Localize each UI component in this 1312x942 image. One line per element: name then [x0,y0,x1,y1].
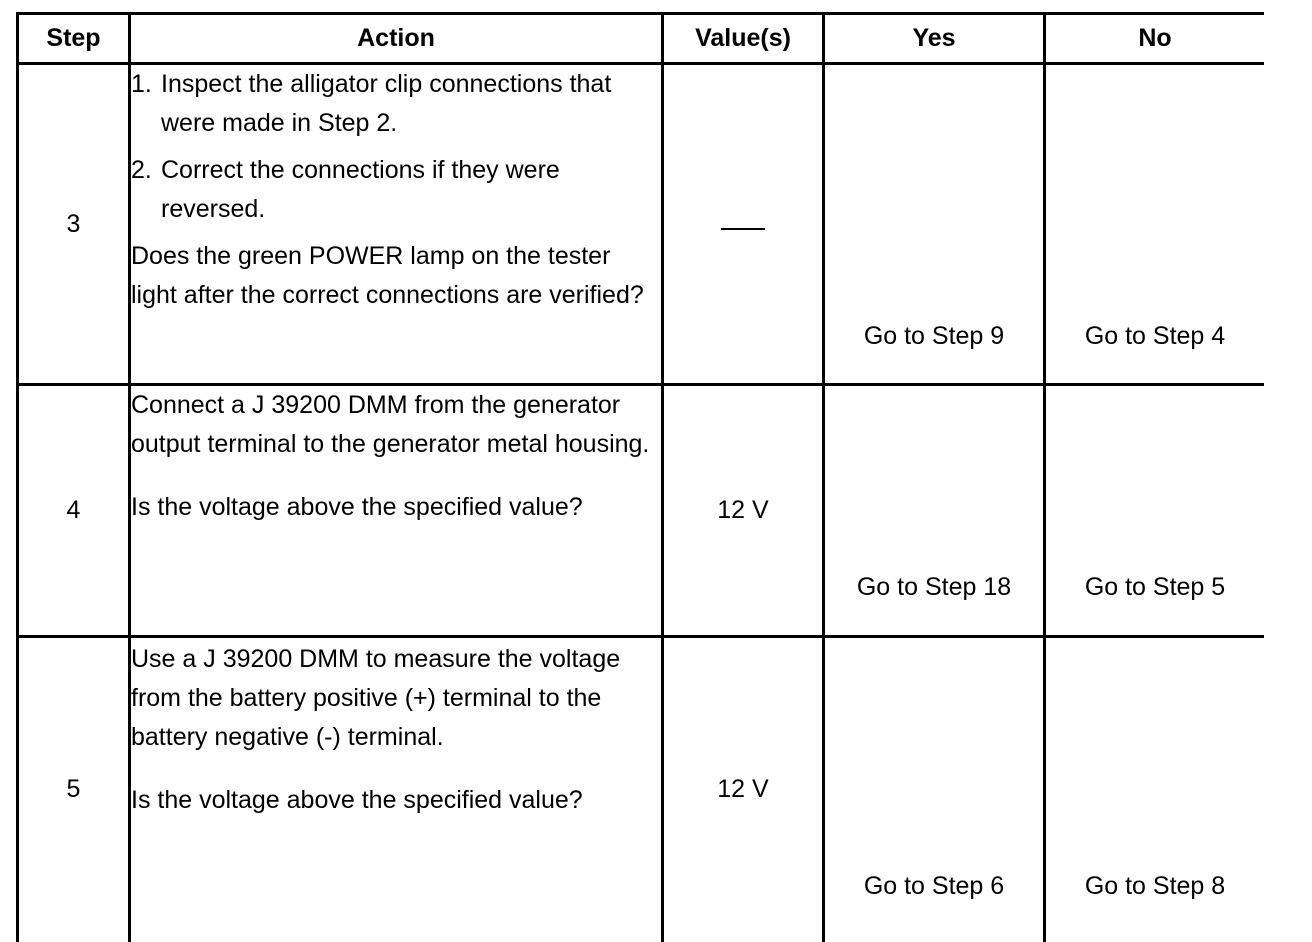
substep-number: 2. [131,156,152,184]
diagnostic-table: Step Action Value(s) Yes No 3 1. Inspect… [16,12,1264,942]
table-row: 5 Use a J 39200 DMM to measure the volta… [16,635,1264,942]
substep-text: Inspect the alligator clip connections t… [161,70,612,137]
value-cell: 12 V [661,635,825,942]
no-cell: Go to Step 4 [1043,62,1264,386]
substep-item: 2. Correct the connections if they were … [131,151,661,229]
value-cell: 12 V [661,383,825,638]
substep-text: Correct the connections if they were rev… [161,156,560,223]
empty-value-dash [721,227,765,230]
step-number: 4 [16,383,131,638]
action-question: Is the voltage above the specified value… [131,493,583,521]
header-row: Step Action Value(s) Yes No [16,12,1264,65]
step-number: 5 [16,635,131,942]
step-number: 3 [16,62,131,386]
header-values: Value(s) [661,12,825,65]
action-cell: 1. Inspect the alligator clip connection… [128,62,664,386]
header-action: Action [128,12,664,65]
no-cell: Go to Step 8 [1043,635,1264,942]
action-question: Is the voltage above the specified value… [131,786,583,814]
substep-number: 1. [131,70,152,98]
action-instruction: Use a J 39200 DMM to measure the voltage… [131,645,621,751]
header-step: Step [16,12,131,65]
no-cell: Go to Step 5 [1043,383,1264,638]
diagnostic-table-page: Step Action Value(s) Yes No 3 1. Inspect… [16,12,1264,942]
header-yes: Yes [822,12,1046,65]
header-no: No [1043,12,1264,65]
action-cell: Use a J 39200 DMM to measure the voltage… [128,635,664,942]
action-question: Does the green POWER lamp on the tester … [131,242,644,309]
substep-list: 1. Inspect the alligator clip connection… [131,65,661,229]
table-row: 3 1. Inspect the alligator clip connecti… [16,62,1264,386]
yes-cell: Go to Step 6 [822,635,1046,942]
yes-cell: Go to Step 18 [822,383,1046,638]
table-row: 4 Connect a J 39200 DMM from the generat… [16,383,1264,638]
yes-cell: Go to Step 9 [822,62,1046,386]
substep-item: 1. Inspect the alligator clip connection… [131,65,661,143]
value-cell: — [661,62,825,386]
action-cell: Connect a J 39200 DMM from the generator… [128,383,664,638]
action-instruction: Connect a J 39200 DMM from the generator… [131,391,650,458]
